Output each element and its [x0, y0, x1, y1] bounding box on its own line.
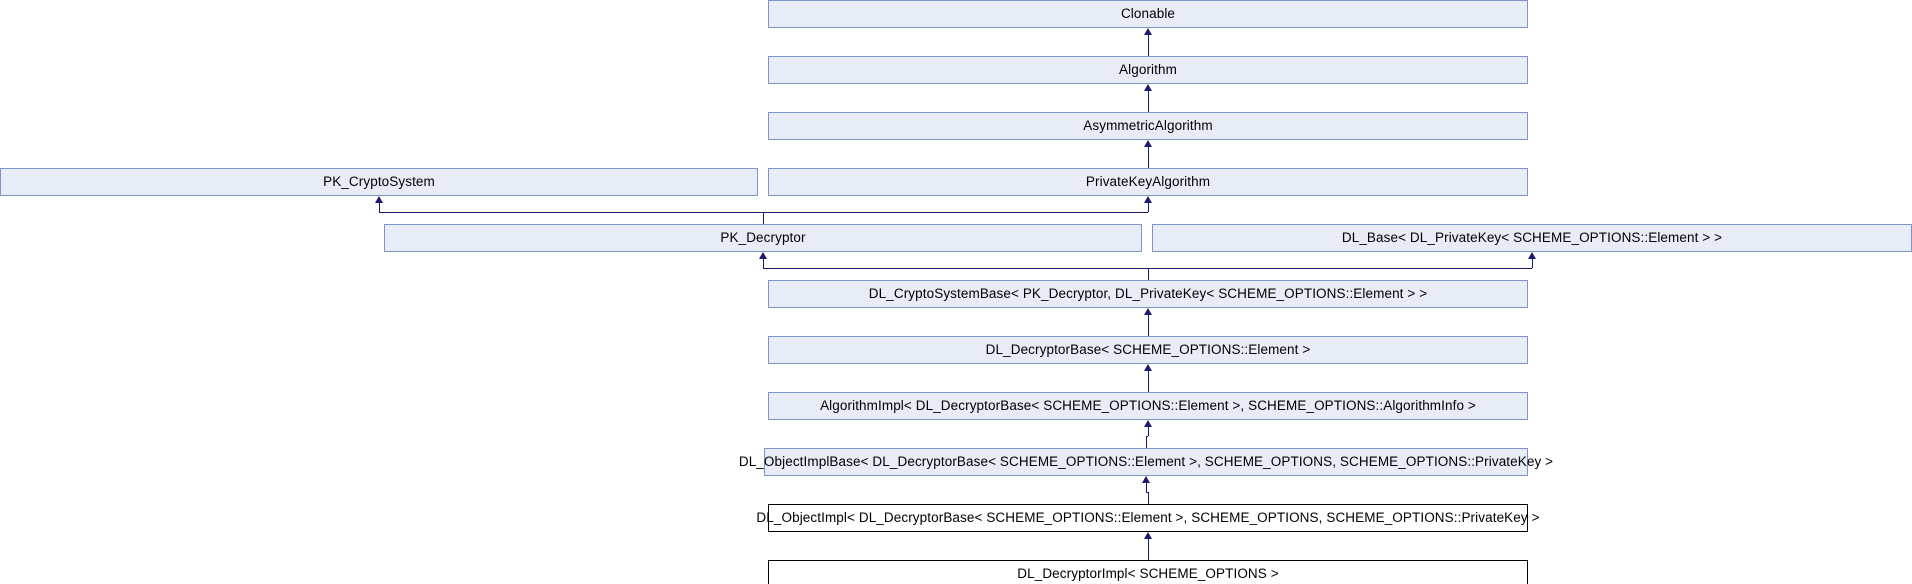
class-node-label: DL_ObjectImplBase< DL_DecryptorBase< SCH… — [738, 454, 1554, 470]
edge-line-algorithmimpl-to-dldecryptorbase — [1148, 371, 1149, 392]
edge-line-dlcryptosystembase-to-dlbase-child — [1148, 268, 1149, 280]
edge-line-dldecryptorbase-to-dlcryptosystembase — [1148, 315, 1149, 336]
arrowhead-dlobjectimplbase-to-algorithmimpl — [1144, 420, 1152, 427]
class-node-pk-decryptor[interactable]: PK_Decryptor — [384, 224, 1142, 252]
edge-line-dlobjectimplbase-to-algorithmimpl-horizontal — [1146, 436, 1148, 437]
class-node-label: PK_Decryptor — [720, 230, 806, 246]
edge-line-dlcryptosystembase-to-dlbase-parent — [1532, 259, 1533, 268]
class-node-algorithm[interactable]: Algorithm — [768, 56, 1528, 84]
edge-line-dlcryptosystembase-to-dlbase-horizontal — [1148, 268, 1532, 269]
class-node-privatekey-algorithm[interactable]: PrivateKeyAlgorithm — [768, 168, 1528, 196]
class-node-algorithmimpl[interactable]: AlgorithmImpl< DL_DecryptorBase< SCHEME_… — [768, 392, 1528, 420]
class-node-label: DL_Base< DL_PrivateKey< SCHEME_OPTIONS::… — [1341, 230, 1723, 246]
edge-line-pkdecryptor-to-pkcryptosystem-parent — [379, 203, 380, 212]
edge-line-dlobjectimpl-to-dlobjectimplbase-horizontal — [1146, 492, 1148, 493]
edge-line-algorithm-to-clonable — [1148, 35, 1149, 56]
class-node-dl-decryptorbase[interactable]: DL_DecryptorBase< SCHEME_OPTIONS::Elemen… — [768, 336, 1528, 364]
arrowhead-dldecryptorbase-to-dlcryptosystembase — [1144, 308, 1152, 315]
class-node-label: PrivateKeyAlgorithm — [1085, 174, 1211, 190]
class-node-dl-cryptosystembase[interactable]: DL_CryptoSystemBase< PK_Decryptor, DL_Pr… — [768, 280, 1528, 308]
class-node-label: PK_CryptoSystem — [323, 174, 435, 190]
class-node-label: DL_CryptoSystemBase< PK_Decryptor, DL_Pr… — [868, 286, 1428, 302]
arrowhead-pkdecryptor-to-pkcryptosystem — [375, 196, 383, 203]
class-node-pk-cryptosystem[interactable]: PK_CryptoSystem — [0, 168, 758, 196]
class-node-dl-base[interactable]: DL_Base< DL_PrivateKey< SCHEME_OPTIONS::… — [1152, 224, 1912, 252]
edge-line-dlobjectimplbase-to-algorithmimpl-parent — [1148, 427, 1149, 436]
class-node-label: AlgorithmImpl< DL_DecryptorBase< SCHEME_… — [820, 398, 1476, 414]
arrowhead-dlobjectimpl-to-dlobjectimplbase — [1142, 476, 1150, 483]
arrowhead-asymmetricalgorithm-to-algorithm — [1144, 84, 1152, 91]
arrowhead-dlcryptosystembase-to-pkdecryptor — [759, 252, 767, 259]
edge-line-pkdecryptor-to-privatekeyalgorithm-child — [763, 212, 764, 224]
class-node-label: DL_DecryptorBase< SCHEME_OPTIONS::Elemen… — [985, 342, 1311, 358]
edge-line-pkdecryptor-to-pkcryptosystem-horizontal — [379, 212, 763, 213]
edge-line-pkdecryptor-to-privatekeyalgorithm-parent — [1148, 203, 1149, 212]
arrowhead-dlcryptosystembase-to-dlbase — [1528, 252, 1536, 259]
class-node-label: Algorithm — [1119, 62, 1177, 78]
edge-line-asymmetricalgorithm-to-algorithm — [1148, 91, 1149, 112]
class-node-label: DL_ObjectImpl< DL_DecryptorBase< SCHEME_… — [756, 510, 1540, 526]
class-node-clonable[interactable]: Clonable — [768, 0, 1528, 28]
edge-line-dlcryptosystembase-to-pkdecryptor-horizontal — [763, 268, 1148, 269]
arrowhead-privatekeyalgorithm-to-asymmetric — [1144, 140, 1152, 147]
class-node-label: Clonable — [1120, 6, 1176, 22]
edge-line-dlcryptosystembase-to-pkdecryptor-parent — [763, 259, 764, 268]
arrowhead-dldecryptorimpl-to-dlobjectimpl — [1144, 532, 1152, 539]
class-node-label: AsymmetricAlgorithm — [1083, 118, 1213, 134]
edge-line-privatekeyalgorithm-to-asymmetric — [1148, 147, 1149, 168]
class-node-dl-decryptorimpl[interactable]: DL_DecryptorImpl< SCHEME_OPTIONS > — [768, 560, 1528, 584]
class-node-dl-objectimplbase[interactable]: DL_ObjectImplBase< DL_DecryptorBase< SCH… — [739, 448, 1553, 476]
edge-line-dlobjectimpl-to-dlobjectimplbase-parent — [1146, 483, 1147, 492]
edge-line-dlobjectimplbase-to-algorithmimpl-child — [1146, 436, 1147, 448]
class-node-label: DL_DecryptorImpl< SCHEME_OPTIONS > — [1017, 566, 1279, 582]
edge-line-dlobjectimpl-to-dlobjectimplbase-child — [1148, 492, 1149, 504]
edge-line-dldecryptorimpl-to-dlobjectimpl — [1148, 539, 1149, 560]
class-node-asymmetric-algorithm[interactable]: AsymmetricAlgorithm — [768, 112, 1528, 140]
arrowhead-pkdecryptor-to-privatekeyalgorithm — [1144, 196, 1152, 203]
edge-line-pkdecryptor-to-privatekeyalgorithm-horizontal — [763, 212, 1148, 213]
arrowhead-algorithmimpl-to-dldecryptorbase — [1144, 364, 1152, 371]
arrowhead-algorithm-to-clonable — [1144, 28, 1152, 35]
class-node-dl-objectimpl[interactable]: DL_ObjectImpl< DL_DecryptorBase< SCHEME_… — [756, 504, 1539, 532]
